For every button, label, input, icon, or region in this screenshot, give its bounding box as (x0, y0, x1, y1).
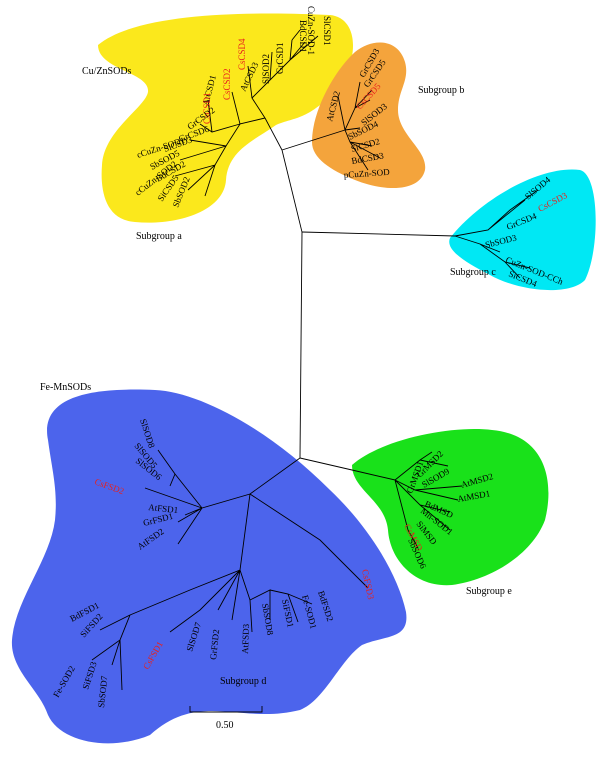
leaf-label: SlSOD2 (261, 54, 271, 84)
subgroup-a-region (98, 13, 354, 223)
subgroup-d-region (11, 389, 407, 744)
backbone-branch (281, 149, 303, 459)
leaf-label: GrCSD1 (275, 42, 285, 74)
scale-bar-label: 0.50 (216, 720, 234, 731)
subgroup-c-label: Subgroup c (450, 267, 496, 278)
scale-bar-line (189, 706, 263, 713)
leaf-label: CsCSD1 (202, 92, 212, 124)
subgroup-b-branches (337, 81, 381, 171)
tree-branches (91, 29, 539, 691)
leaf-label: GrFSD2 (208, 629, 221, 660)
subgroup-e-region (352, 429, 549, 586)
leaf-label: AtFSD3 (240, 623, 251, 654)
subgroup-d-label: Subgroup d (220, 676, 266, 687)
branch-to-subgroup-b (281, 129, 346, 151)
subgroup-e-branches (299, 451, 463, 549)
subgroup-c-branches (454, 189, 539, 279)
leaf-label: CsCSD2 (222, 68, 232, 100)
family-label-femn: Fe-MnSODs (40, 382, 91, 393)
subgroup-e-label: Subgroup e (466, 586, 512, 597)
subgroup-d-branches (91, 449, 369, 691)
family-label-cuzn: Cu/ZnSODs (82, 66, 132, 77)
subgroup-c-region (449, 169, 596, 291)
leaf-label: pCuZn-SOD (343, 167, 390, 180)
leaf-label: SbSOD7 (96, 675, 109, 708)
leaf-label: AtFSD1 (148, 502, 179, 515)
branch-to-subgroup-a (264, 117, 283, 151)
branch-to-subgroup-c (301, 231, 456, 237)
leaf-label: SlCSD1 (322, 16, 332, 46)
subgroup-a-branches (174, 29, 319, 197)
leaf-label: BdCSD1 (298, 20, 308, 53)
scale-bar: 0.50 (189, 706, 263, 731)
subgroup-b-label: Subgroup b (418, 85, 464, 96)
leaf-label: CuZn-SOD-1 (306, 6, 316, 55)
leaf-label: CsCSD4 (237, 38, 247, 70)
subgroup-a-label: Subgroup a (136, 231, 182, 242)
subgroup-b-region (312, 42, 426, 189)
